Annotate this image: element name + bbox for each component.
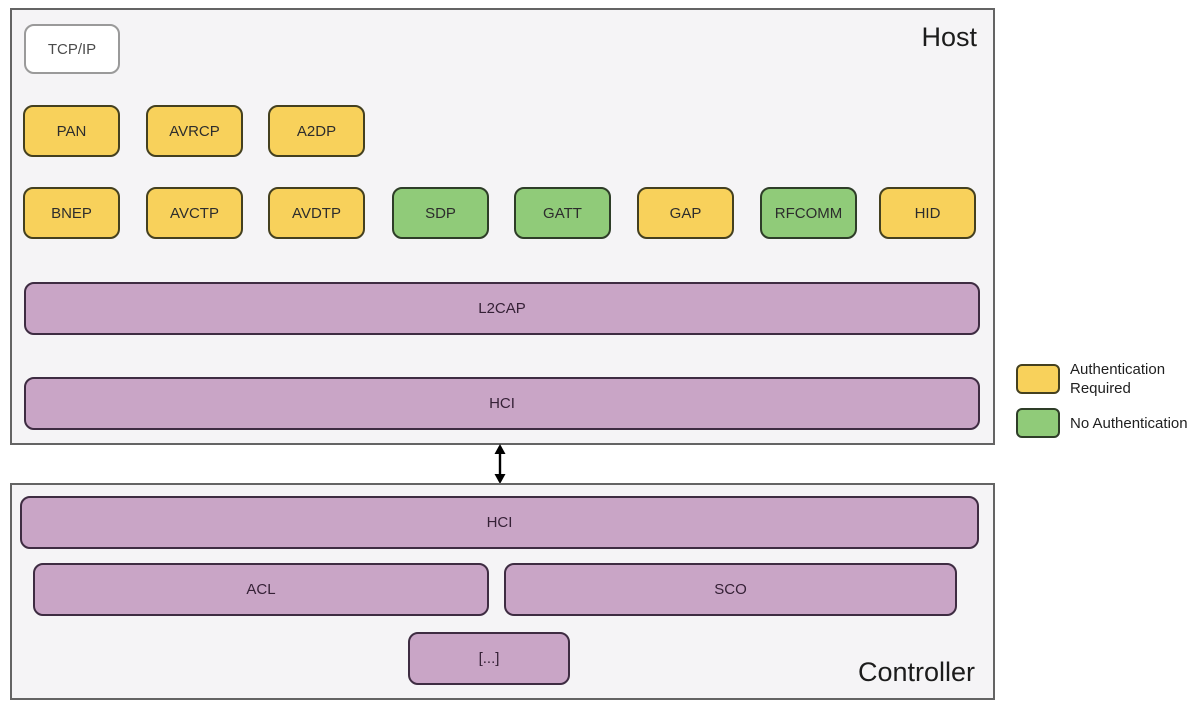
l2cap-bar: L2CAP (24, 282, 980, 335)
box-pan: PAN (23, 105, 120, 157)
host-controller-arrow-icon (492, 444, 508, 484)
legend-item-auth-required: Authentication Required (1016, 360, 1196, 398)
more-protocols-box: [...] (408, 632, 570, 685)
host-label: Host (921, 22, 977, 52)
auth-required-swatch (1016, 364, 1060, 394)
box-bnep: BNEP (23, 187, 120, 239)
box-hid: HID (879, 187, 976, 239)
no-authentication-swatch (1016, 408, 1060, 438)
box-a2dp: A2DP (268, 105, 365, 157)
legend-item-no-authentication: No Authentication (1016, 408, 1196, 438)
host-container: Host TCP/IP PAN AVRCP A2DP BNEP AVCTP AV… (10, 8, 995, 445)
controller-container: Controller HCI ACL SCO [...] (10, 483, 995, 700)
hci-controller-bar: HCI (20, 496, 979, 549)
box-avdtp: AVDTP (268, 187, 365, 239)
acl-bar: ACL (33, 563, 489, 616)
hci-host-bar: HCI (24, 377, 980, 430)
box-tcpip: TCP/IP (24, 24, 120, 74)
no-authentication-label: No Authentication (1070, 414, 1188, 432)
box-rfcomm: RFCOMM (760, 187, 857, 239)
auth-required-label: Authentication Required (1070, 361, 1166, 397)
box-avrcp: AVRCP (146, 105, 243, 157)
legend: Authentication Required No Authenticatio… (1016, 360, 1196, 448)
box-avctp: AVCTP (146, 187, 243, 239)
box-gatt: GATT (514, 187, 611, 239)
box-gap: GAP (637, 187, 734, 239)
sco-bar: SCO (504, 563, 957, 616)
controller-label: Controller (857, 657, 975, 687)
box-sdp: SDP (392, 187, 489, 239)
